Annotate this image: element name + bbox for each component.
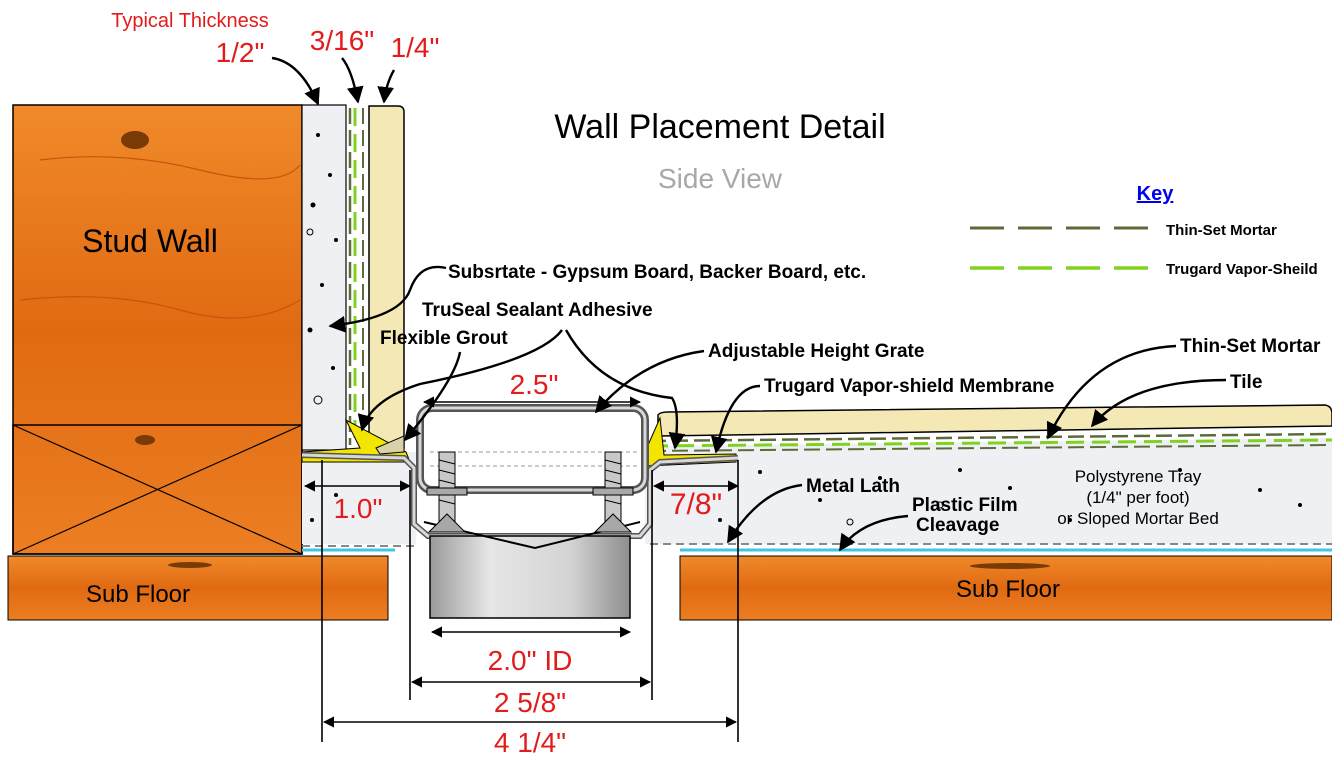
bolt-left — [426, 451, 468, 533]
svg-text:2.5": 2.5" — [510, 369, 559, 400]
flexible-grout-left — [375, 435, 405, 455]
film-label-line1: Plastic Film — [912, 495, 1018, 516]
sealant-label: TruSeal Sealant Adhesive — [422, 300, 653, 321]
tray-label-line2: (1/4" per foot) — [1086, 488, 1189, 507]
svg-text:4 1/4": 4 1/4" — [494, 727, 566, 758]
stud-wall-label: Stud Wall — [82, 223, 218, 259]
dim-pipe-id: 2.0" ID — [430, 626, 632, 676]
dim-right-gap: 7/8" — [652, 480, 740, 521]
substrate-label: Subsrtate - Gypsum Board, Backer Board, … — [448, 262, 866, 283]
svg-text:7/8": 7/8" — [670, 488, 722, 521]
svg-text:2 5/8": 2 5/8" — [494, 687, 566, 718]
cleavage-film — [302, 543, 1332, 552]
grate — [416, 404, 649, 494]
wall-tile — [368, 105, 405, 449]
mortar-bed — [302, 438, 1332, 544]
diagram-subtitle: Side View — [658, 163, 783, 194]
tile-label: Tile — [1230, 372, 1262, 393]
stud-wall — [12, 104, 303, 555]
subfloor-left — [7, 555, 389, 621]
lath-label: Metal Lath — [806, 476, 900, 497]
membrane-label: Trugard Vapor-shield Membrane — [764, 376, 1054, 397]
svg-text:2.0" ID: 2.0" ID — [488, 645, 573, 676]
floor-tile — [657, 404, 1332, 437]
substrate-board — [301, 104, 347, 451]
svg-text:1.0": 1.0" — [334, 493, 383, 524]
dim-outer: 2 5/8" — [409, 470, 653, 718]
dim-overall: 4 1/4" — [321, 460, 739, 758]
subfloor-right-label: Sub Floor — [956, 576, 1060, 603]
grate-label: Adjustable Height Grate — [708, 341, 924, 362]
tray-label-line3: or Sloped Mortar Bed — [1057, 509, 1219, 528]
thickness-membrane: 3/16" — [310, 25, 374, 56]
tray-label-line1: Polystyrene Tray — [1075, 467, 1202, 486]
thickness-heading: Typical Thickness — [111, 10, 268, 32]
key-thinset-label: Thin-Set Mortar — [1166, 222, 1277, 239]
grout-label: Flexible Grout — [380, 328, 508, 349]
floor-membrane-layers — [649, 432, 1332, 452]
thinset-label: Thin-Set Mortar — [1180, 336, 1321, 357]
key-vapor-label: Trugard Vapor-Sheild — [1166, 261, 1318, 278]
dim-grate-width: 2.5" — [422, 369, 642, 408]
dim-left-gap: 1.0" — [303, 480, 412, 524]
subfloor-left-label: Sub Floor — [86, 581, 190, 608]
diagram-title: Wall Placement Detail — [554, 108, 885, 146]
key-heading: Key — [1137, 183, 1175, 205]
wall-membrane-layers — [348, 108, 364, 445]
film-label-line2: Cleavage — [916, 515, 999, 536]
bolt-right — [592, 451, 634, 533]
subfloor-right — [679, 555, 1332, 621]
thickness-substrate: 1/2" — [216, 37, 265, 68]
thickness-tile: 1/4" — [391, 32, 440, 63]
